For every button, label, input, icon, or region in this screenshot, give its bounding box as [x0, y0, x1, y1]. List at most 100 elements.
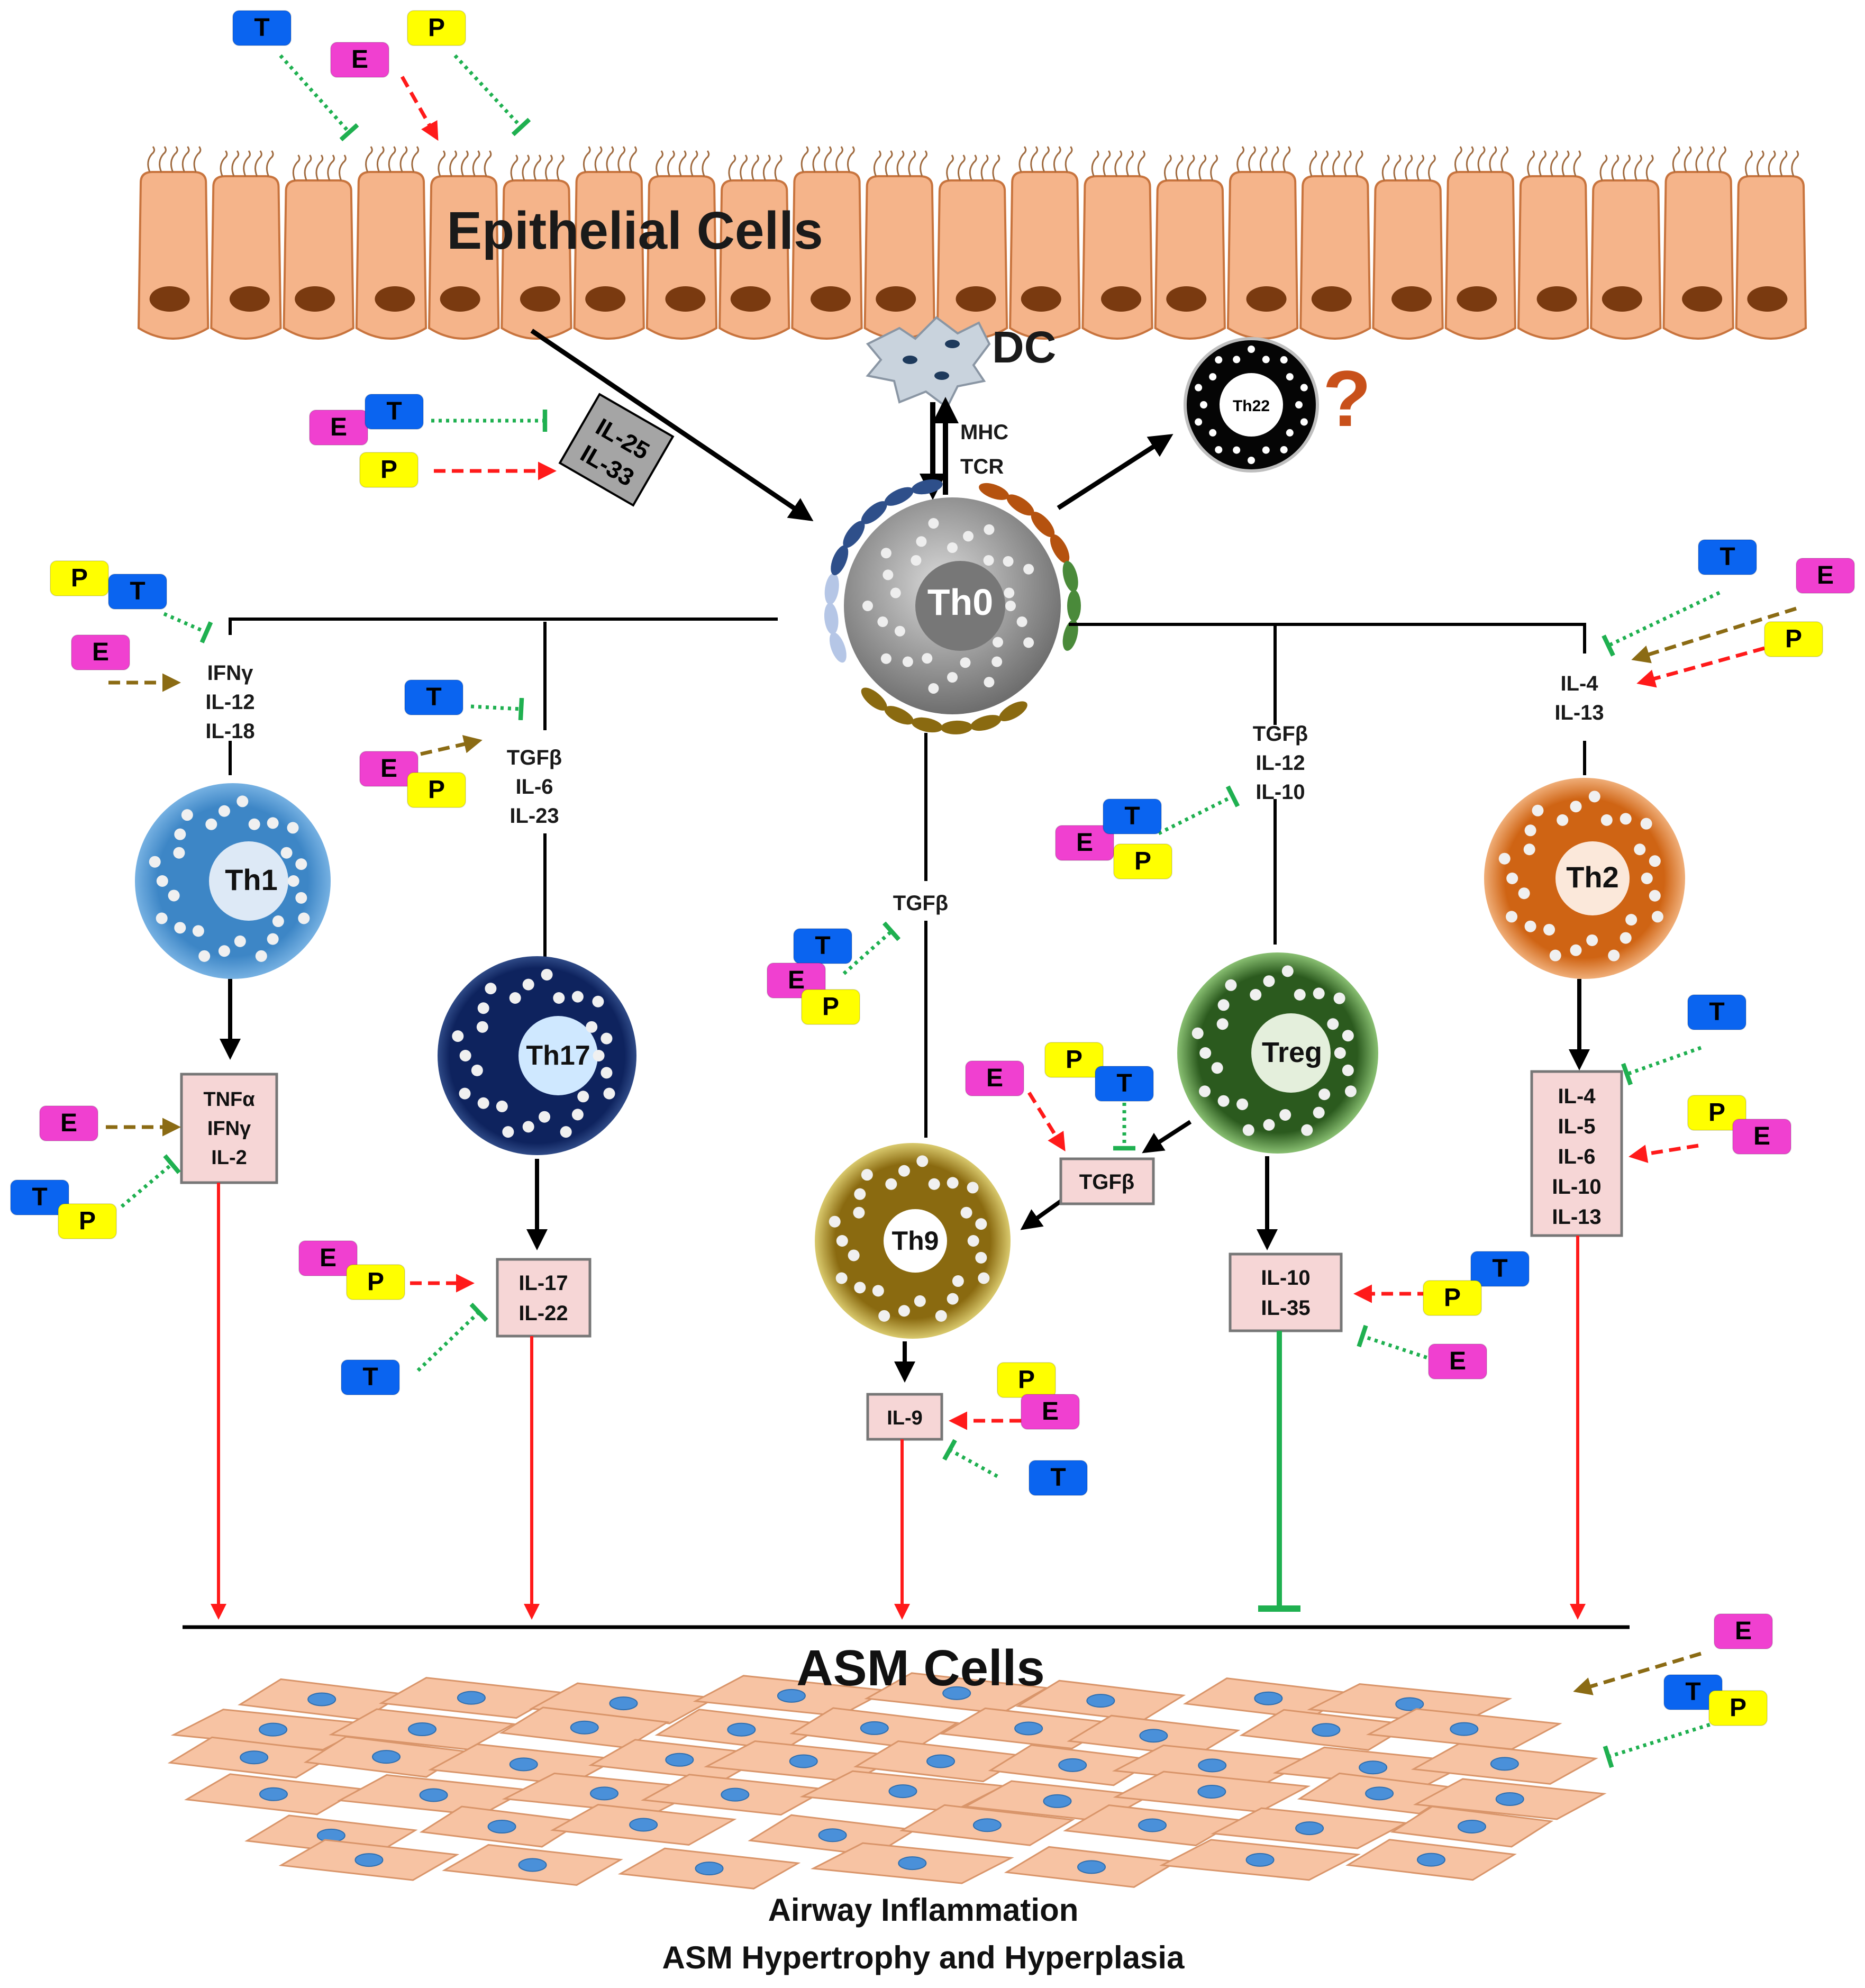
asm-cell — [278, 1839, 460, 1881]
progesterone-badge: P — [1687, 1095, 1746, 1131]
testosterone-badge: T — [1103, 798, 1162, 834]
cilium — [1018, 146, 1027, 173]
cilium — [556, 155, 565, 181]
progesterone-badge: P — [346, 1264, 405, 1300]
granule — [1523, 843, 1535, 856]
epithelial-cell — [718, 155, 790, 340]
cilium — [896, 150, 905, 177]
granule — [1557, 814, 1569, 826]
epithelial-cell — [573, 146, 645, 340]
cilium — [740, 155, 748, 181]
asm-nucleus — [590, 1786, 619, 1801]
granule — [1279, 1109, 1291, 1121]
th17-inducer-il6: IL-6 — [515, 775, 553, 798]
granule — [173, 847, 185, 859]
epithelial-cell — [1444, 146, 1516, 340]
cilium — [411, 146, 420, 173]
cilium — [1707, 146, 1715, 173]
cilium — [583, 146, 591, 173]
inhibit-arrow — [1621, 1046, 1702, 1086]
svg-text:P: P — [1730, 1694, 1746, 1722]
th2-product-il13: IL-13 — [1552, 1205, 1601, 1229]
granule — [1233, 356, 1241, 364]
granule — [978, 1272, 990, 1284]
testosterone-badge: T — [1029, 1460, 1088, 1496]
cilium — [315, 155, 324, 181]
svg-text:E: E — [1042, 1397, 1059, 1426]
treg-label: Treg — [1262, 1037, 1322, 1068]
estrogen-badge: E — [330, 42, 389, 78]
asm-cell-layer — [167, 1672, 1607, 1890]
granule — [1532, 804, 1544, 816]
cilium — [304, 155, 312, 181]
granule — [1625, 914, 1637, 926]
asm-nucleus — [487, 1820, 516, 1834]
svg-text:T: T — [1685, 1678, 1700, 1706]
estrogen-badge: E — [767, 963, 826, 998]
svg-text:E: E — [1817, 561, 1834, 589]
asm-cell — [789, 1707, 960, 1749]
granule — [914, 1295, 926, 1307]
granule — [174, 828, 186, 840]
granule — [295, 858, 307, 870]
cilium — [170, 146, 178, 173]
progesterone-badge: P — [50, 560, 109, 596]
epithelial-nucleus — [229, 286, 270, 312]
th22-cell — [1184, 337, 1319, 473]
asm-nucleus — [259, 1787, 288, 1801]
cilium — [399, 146, 408, 173]
granule — [848, 1249, 860, 1261]
th0-granules — [862, 518, 1034, 694]
th9-inducer-tgfb: TGFβ — [893, 892, 948, 915]
asm-cell — [810, 1842, 1014, 1884]
granule — [459, 1050, 471, 1061]
cilium — [1187, 155, 1195, 181]
asm-cell — [329, 1708, 516, 1750]
granule — [267, 817, 279, 829]
cilium — [920, 150, 927, 177]
granule — [1262, 356, 1270, 364]
th2-product-il10: IL-10 — [1552, 1175, 1601, 1199]
granule — [1217, 1095, 1230, 1107]
epithelial-nucleus — [730, 286, 771, 312]
cilium — [980, 155, 989, 181]
progesterone-badge: P — [1113, 843, 1172, 879]
cilium — [1091, 150, 1099, 177]
granule — [963, 531, 974, 542]
treg-inducer-tgfb: TGFβ — [1253, 722, 1308, 746]
cilium — [751, 155, 759, 181]
th1-product-il2: IL-2 — [211, 1147, 247, 1169]
granule — [983, 555, 994, 566]
svg-text:E: E — [60, 1109, 77, 1137]
asm-nucleus — [1295, 1821, 1324, 1836]
granule — [1281, 965, 1294, 977]
asm-cell — [550, 1803, 737, 1846]
granule — [522, 1121, 534, 1133]
cilium — [702, 150, 710, 177]
th2-label: Th2 — [1566, 860, 1619, 894]
cilium — [908, 150, 916, 177]
stimulate-arrow — [1631, 606, 1797, 664]
granule — [1294, 988, 1306, 1001]
cilium — [812, 146, 821, 173]
granule — [1327, 1018, 1339, 1030]
testosterone-badge: T — [793, 928, 852, 964]
granule — [1342, 1064, 1354, 1076]
asm-cell — [853, 1740, 1029, 1783]
granule — [993, 637, 1004, 648]
svg-text:P: P — [1018, 1366, 1035, 1394]
granule — [1195, 418, 1203, 426]
granule — [452, 1030, 464, 1042]
epithelial-cell — [791, 146, 863, 340]
th0-receptor — [1031, 512, 1055, 538]
granule — [947, 1293, 959, 1305]
granule — [935, 1310, 947, 1322]
th0-receptor — [999, 701, 1027, 721]
asm-nucleus — [727, 1722, 756, 1737]
granule — [287, 875, 299, 887]
svg-text:T: T — [815, 932, 830, 960]
epithelial-nucleus — [295, 286, 335, 312]
asm-nucleus — [408, 1722, 437, 1737]
th17-inducer-il23: IL-23 — [510, 804, 559, 828]
